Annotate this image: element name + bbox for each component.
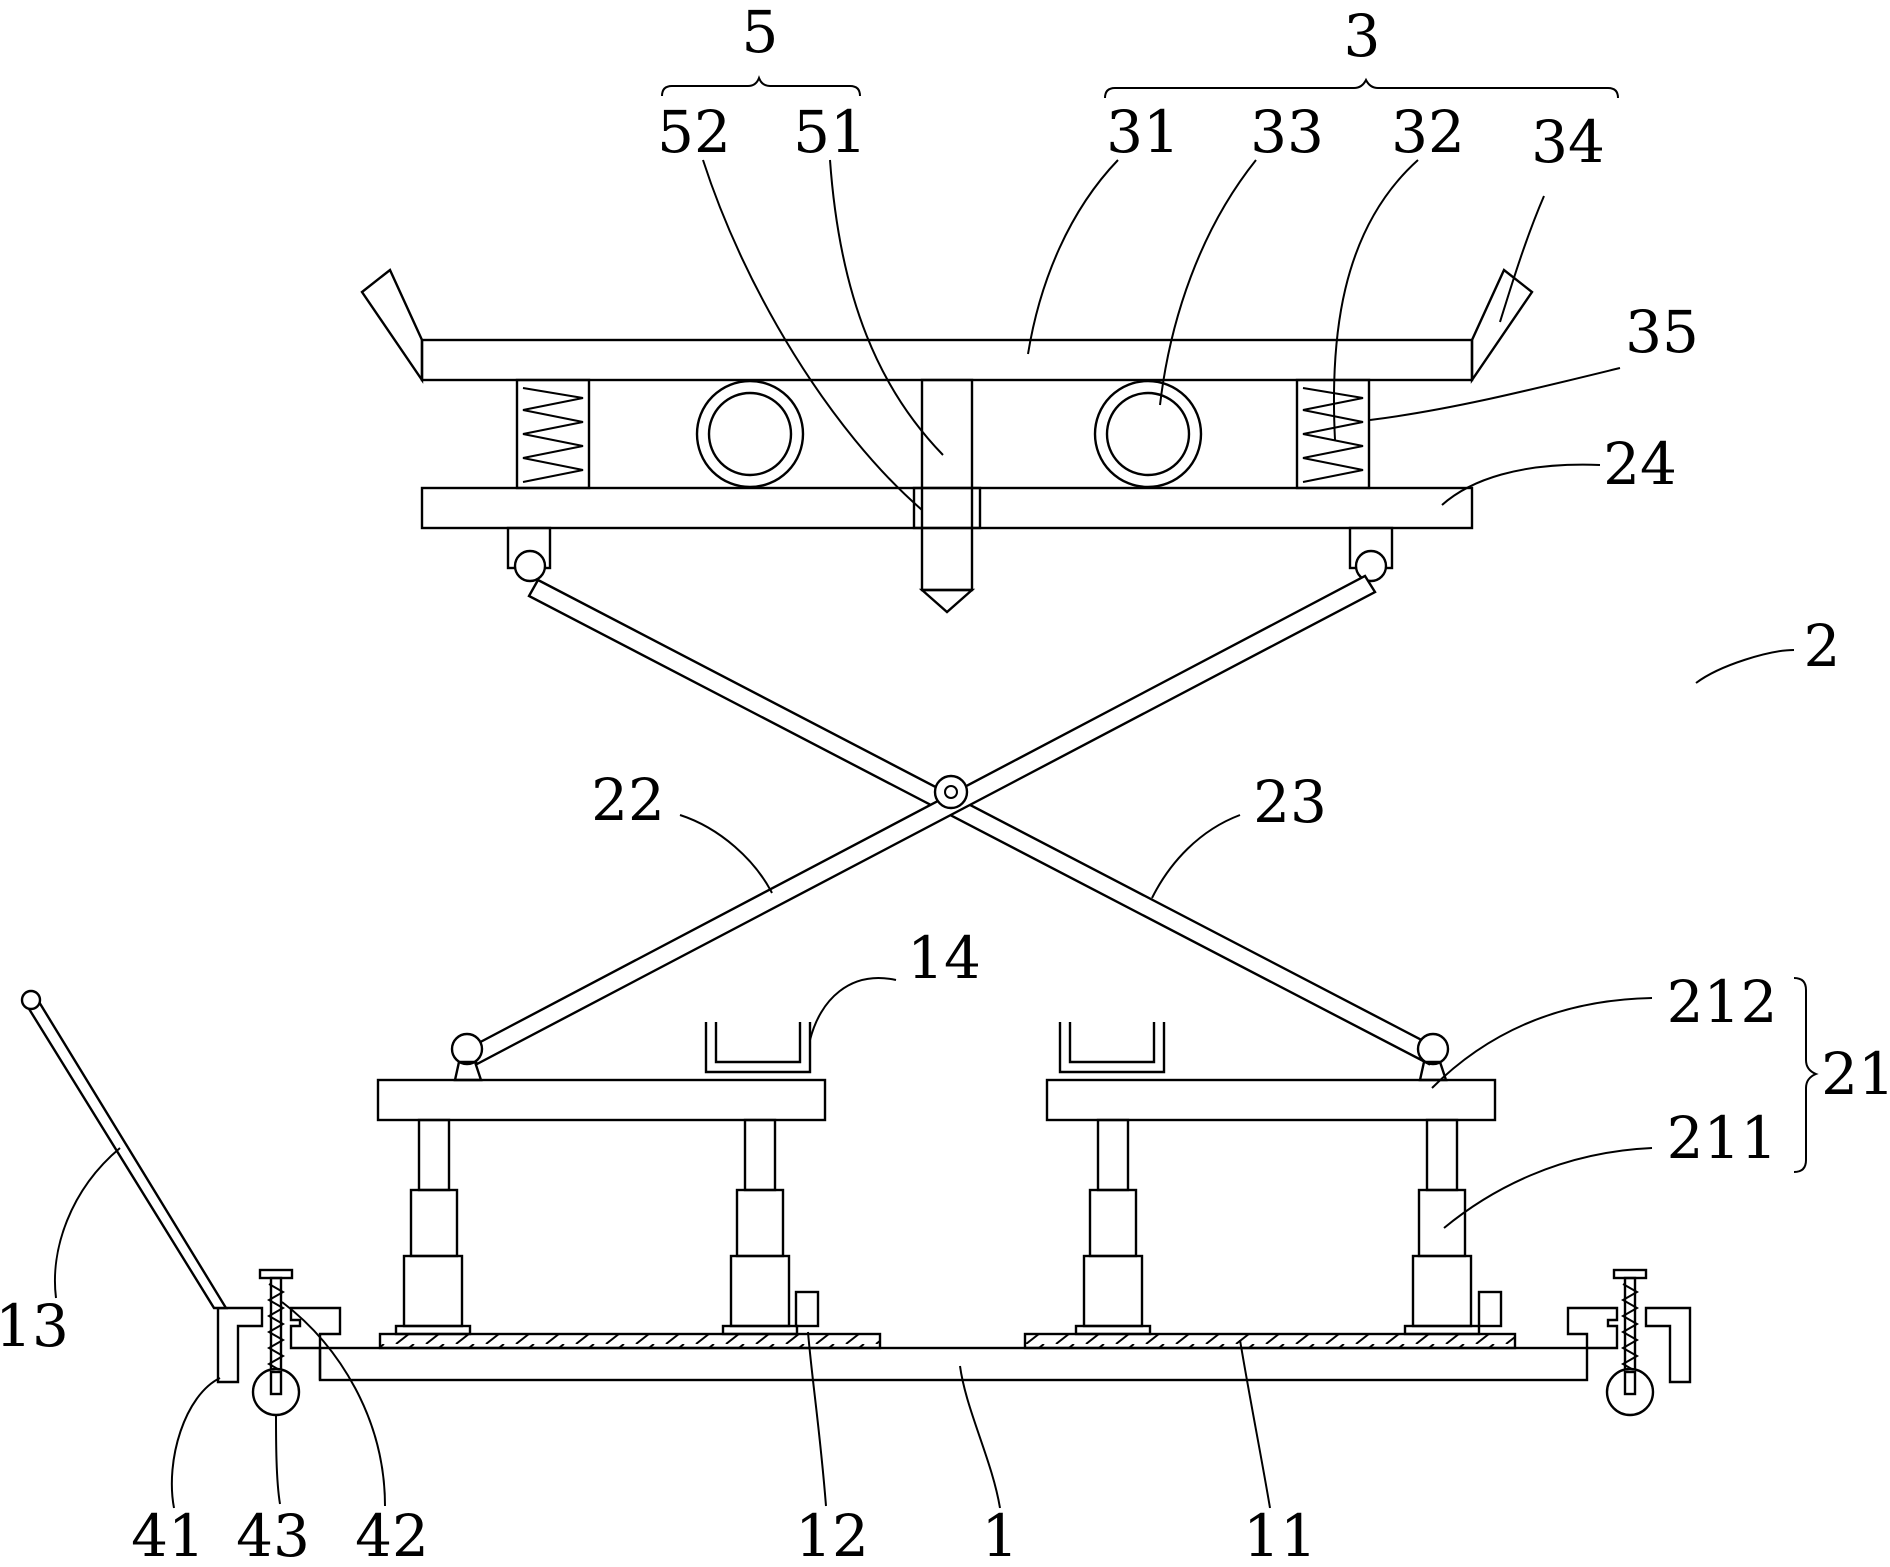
left-spring	[522, 387, 584, 483]
label-11: 11	[1243, 1502, 1317, 1567]
upper-left-hinge-pin	[513, 549, 547, 583]
label-24: 24	[1603, 430, 1677, 498]
left-outer-clamp	[216, 1306, 264, 1384]
leader-34	[1499, 195, 1545, 323]
leader-43	[275, 1414, 281, 1505]
label-21: 21	[1821, 1040, 1890, 1108]
leader-2	[1695, 649, 1795, 684]
left-ring-outer	[695, 379, 805, 489]
left-ring-inner	[707, 391, 793, 477]
pin-tip	[918, 588, 976, 614]
handle-knob	[20, 989, 42, 1011]
right-inner-clamp	[1566, 1306, 1619, 1350]
label-52: 52	[657, 98, 731, 166]
left-inner-clamp	[289, 1306, 342, 1350]
right-spring	[1302, 387, 1364, 483]
leader-32	[1332, 159, 1419, 441]
leader-24	[1441, 463, 1601, 506]
leader-212	[1431, 997, 1653, 1089]
right-u-bracket	[1058, 1022, 1166, 1074]
lower-right-hinge-pin	[1416, 1032, 1450, 1066]
right-screw-thread	[1620, 1283, 1640, 1373]
right-support-plate	[1045, 1078, 1497, 1122]
scissor-center-hinge	[933, 774, 969, 810]
upper-right-hinge-pin	[1354, 549, 1388, 583]
label-3: 3	[1344, 2, 1381, 70]
leader-22	[679, 814, 773, 894]
lower-left-hinge-pin	[450, 1032, 484, 1066]
label-13: 13	[0, 1292, 69, 1360]
label-43: 43	[236, 1502, 310, 1567]
label-42: 42	[355, 1502, 429, 1567]
right-ring-outer	[1093, 379, 1203, 489]
top-plate	[420, 338, 1474, 382]
base-assembly	[20, 989, 1692, 1417]
leader-51	[829, 159, 944, 456]
leader-211	[1443, 1147, 1653, 1229]
label-32: 32	[1391, 98, 1465, 166]
leader-42	[281, 1301, 386, 1507]
cylinder-2	[721, 1118, 799, 1336]
leader-11	[1239, 1339, 1271, 1509]
leader-23	[1151, 814, 1241, 899]
label-35: 35	[1625, 298, 1699, 366]
leader-12	[807, 1331, 827, 1507]
label-34: 34	[1531, 108, 1605, 176]
right-ring-inner	[1105, 391, 1191, 477]
brace-5	[661, 75, 861, 97]
left-u-bracket	[704, 1022, 812, 1074]
label-5: 5	[742, 0, 779, 66]
leader-13	[54, 1147, 121, 1299]
cylinder-3	[1074, 1118, 1152, 1336]
label-33: 33	[1250, 98, 1324, 166]
cylinder-1	[394, 1118, 472, 1336]
right-u-bracket-inner	[1068, 1022, 1156, 1064]
label-31: 31	[1106, 98, 1180, 166]
label-41: 41	[131, 1502, 205, 1567]
label-12: 12	[795, 1502, 869, 1567]
upper-scissor-plate	[420, 486, 1474, 530]
right-wheel	[1605, 1367, 1655, 1417]
right-mounting-plate	[1023, 1332, 1517, 1350]
leader-52	[702, 159, 923, 511]
right-side-guard	[1470, 268, 1534, 384]
label-22: 22	[591, 766, 665, 834]
cylinder-4	[1403, 1118, 1481, 1336]
left-limit-block	[794, 1290, 820, 1328]
lower-support-assembly	[376, 1022, 1503, 1336]
label-2: 2	[1804, 612, 1841, 680]
leader-31	[1027, 159, 1119, 355]
positioning-pin	[920, 378, 974, 592]
label-211: 211	[1667, 1104, 1778, 1172]
scissor-center-pin	[944, 785, 958, 799]
right-outer-clamp	[1644, 1306, 1692, 1384]
left-support-plate	[376, 1078, 827, 1122]
brace-3	[1104, 77, 1619, 99]
left-wheel	[251, 1367, 301, 1417]
left-mounting-plate	[378, 1332, 882, 1350]
base-beam	[318, 1346, 1589, 1382]
label-14: 14	[907, 924, 981, 992]
left-screw-thread	[266, 1283, 286, 1373]
leader-14	[809, 977, 897, 1041]
label-51: 51	[793, 98, 867, 166]
label-23: 23	[1253, 768, 1327, 836]
leader-35	[1369, 367, 1621, 421]
right-limit-block	[1477, 1290, 1503, 1328]
pin-sleeve	[912, 486, 982, 530]
label-212: 212	[1667, 968, 1778, 1036]
brace-21	[1793, 977, 1819, 1173]
leader-1	[959, 1365, 1001, 1509]
left-u-bracket-inner	[714, 1022, 802, 1064]
leader-33	[1159, 159, 1257, 406]
left-side-guard	[360, 268, 424, 384]
leader-lines	[54, 75, 1819, 1509]
top-table-assembly	[360, 268, 1534, 614]
leader-41	[170, 1377, 221, 1509]
label-1: 1	[982, 1502, 1019, 1567]
